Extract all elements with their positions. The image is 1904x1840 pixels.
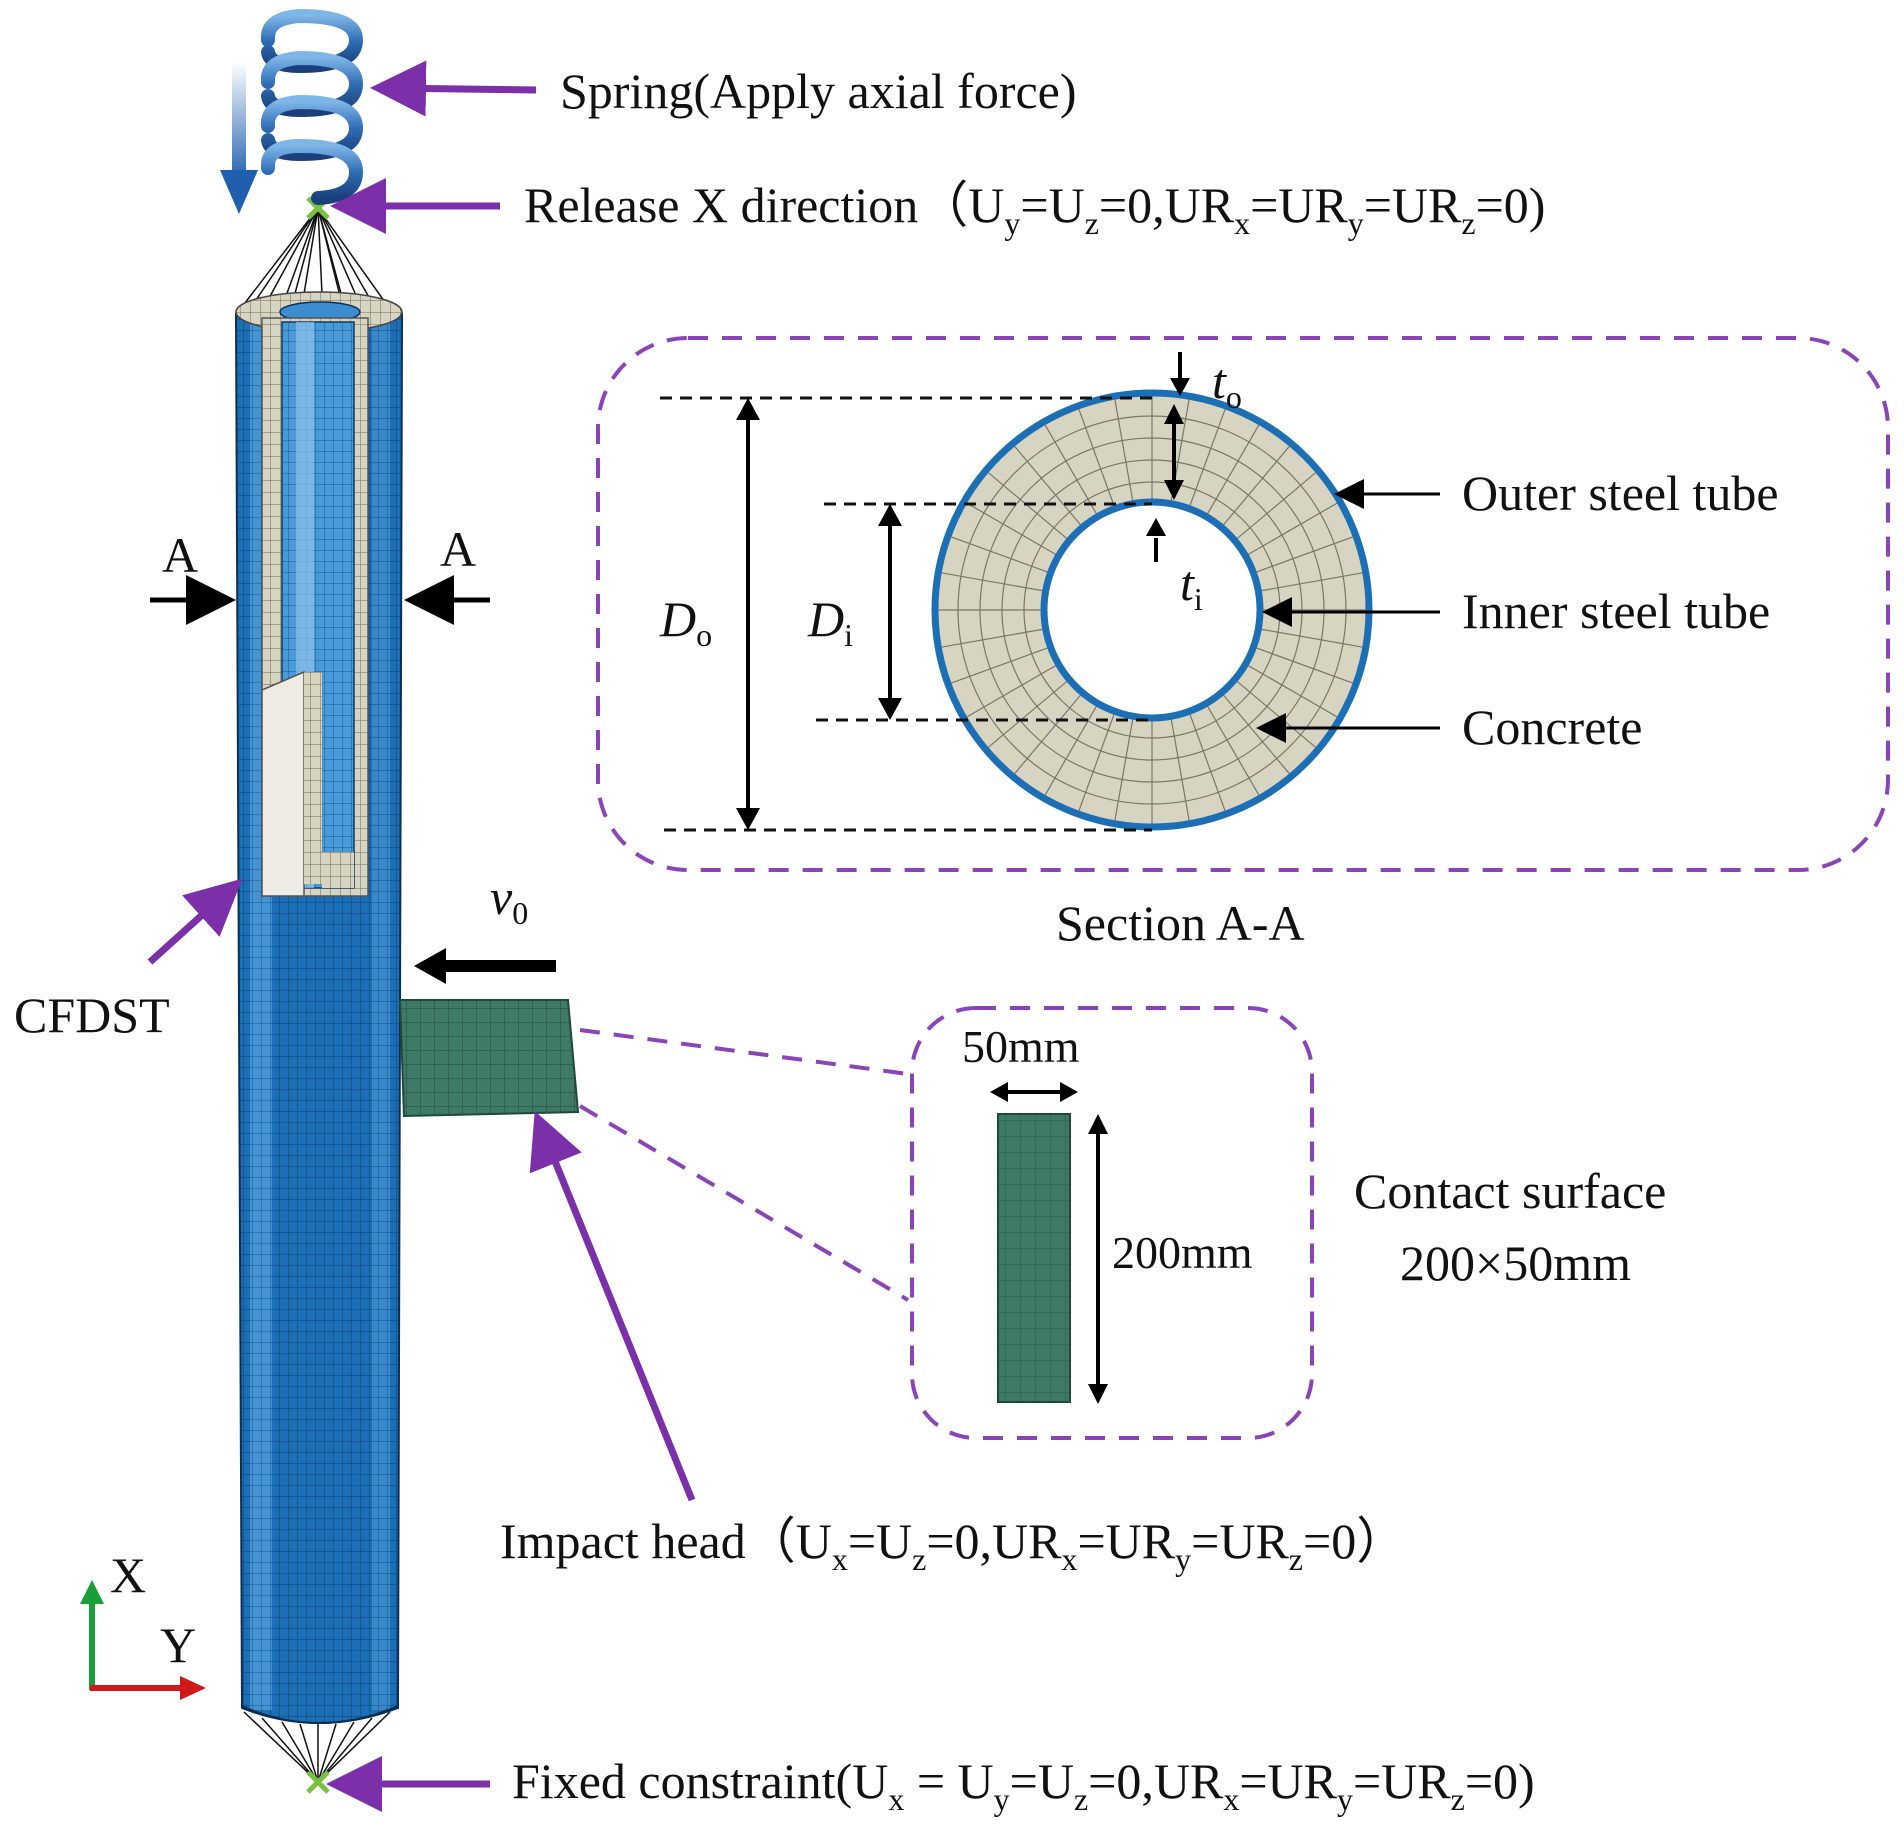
release-constraint-label: Release X direction（Uy=Uz=0,URx=URy=URz=… [524, 177, 1545, 241]
height-dimension-label: 200mm [1112, 1227, 1253, 1278]
t-o-label: to [1212, 353, 1242, 415]
cfdst-label: CFDST [14, 987, 170, 1043]
spring-leader [370, 60, 537, 117]
contact-surface-panel [910, 1006, 1314, 1440]
section-title: Section A-A [1056, 895, 1305, 951]
mesh-radial-line [950, 536, 1049, 573]
mesh-radial-line [987, 471, 1069, 540]
contact-projection-lines [578, 1028, 910, 1302]
axis-x-label: X [110, 1547, 146, 1603]
mesh-radial-line [1235, 471, 1317, 540]
mesh-radial-line [1246, 664, 1338, 718]
mesh-radial-line [1044, 704, 1098, 796]
spring-label: Spring(Apply axial force) [560, 63, 1077, 119]
outer-steel-tube-label: Outer steel tube [1462, 465, 1779, 521]
mesh-radial-line [1255, 536, 1354, 573]
mesh-radial-line [966, 664, 1058, 718]
top-coupling-lines [237, 207, 393, 313]
mesh-radial-line [1260, 628, 1363, 648]
mesh-radial-line [1044, 424, 1098, 516]
mesh-radial-line [950, 647, 1049, 684]
mesh-radial-line [1078, 408, 1115, 507]
section-mark-left: A [162, 527, 198, 583]
contact-surface-label-line2: 200×50mm [1400, 1235, 1631, 1291]
mesh-radial-line [1260, 572, 1363, 592]
d-i-label: Di [807, 591, 853, 653]
mesh-radial-line [1114, 399, 1134, 502]
impact-head-leader [529, 1111, 696, 1502]
load-direction-arrow [220, 62, 258, 214]
bottom-node-marker [306, 1770, 330, 1794]
mesh-radial-line [941, 628, 1044, 648]
impact-head-constraint-label: Impact head（Ux=Uz=0,URx=URy=URz=0） [500, 1513, 1406, 1577]
contact-surface-label-line1: Contact surface [1354, 1163, 1666, 1219]
cfdst-column [234, 196, 404, 1794]
width-dimension-label: 50mm [962, 1021, 1080, 1072]
d-o-label: Do [659, 591, 712, 653]
mesh-radial-line [1114, 718, 1134, 821]
mesh-radial-line [941, 572, 1044, 592]
mesh-radial-line [1255, 647, 1354, 684]
mesh-radial-line [1206, 424, 1260, 516]
mesh-radial-line [966, 502, 1058, 556]
concrete-label: Concrete [1462, 699, 1642, 755]
mesh-radial-line [1189, 408, 1226, 507]
section-mark-right: A [440, 521, 476, 577]
spring [260, 8, 364, 205]
cfdst-leader [147, 878, 243, 965]
axis-y-label: Y [160, 1617, 196, 1673]
impact-head [398, 948, 580, 1118]
fixed-constraint-label: Fixed constraint(Ux = Uy=Uz=0,URx=URy=UR… [512, 1753, 1535, 1817]
mesh-radial-line [1189, 713, 1226, 812]
t-i-label: ti [1180, 555, 1203, 617]
mesh-radial-line [1206, 704, 1260, 796]
inner-steel-tube-label: Inner steel tube [1462, 583, 1770, 639]
mesh-radial-line [1246, 502, 1338, 556]
mesh-radial-line [1222, 445, 1291, 527]
v0-label: v0 [490, 869, 528, 931]
mesh-radial-line [987, 680, 1069, 749]
inner-steel-tube-ring [1040, 498, 1264, 722]
mesh-radial-line [1013, 445, 1082, 527]
mesh-radial-line [1078, 713, 1115, 812]
section-a-a-panel [596, 336, 1890, 872]
mesh-radial-line [1013, 693, 1082, 775]
mesh-radial-line [1170, 718, 1190, 821]
axis-triad [80, 1580, 206, 1700]
